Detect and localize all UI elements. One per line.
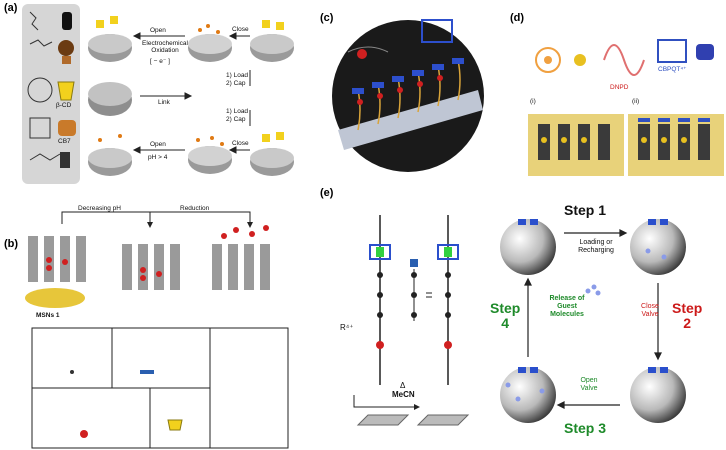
guest-dots xyxy=(98,24,224,146)
rings xyxy=(352,58,464,94)
cylinders-3 xyxy=(212,244,270,290)
step2-line2: 2 xyxy=(683,314,692,331)
open-ph-label: Open xyxy=(150,141,166,148)
decreasing-ph-label: Decreasing pH xyxy=(78,205,121,212)
legend-cap xyxy=(167,419,183,431)
close-top-label: Close xyxy=(232,26,249,33)
red-beads-2 xyxy=(140,267,162,281)
panel-b-graphic xyxy=(25,211,289,449)
guest-molecules xyxy=(505,248,667,402)
legend-red-ball xyxy=(80,430,88,438)
substrate-right xyxy=(416,414,470,426)
legend-bar xyxy=(140,370,154,374)
guest-ball xyxy=(574,54,586,66)
red-ends xyxy=(357,75,443,105)
open-valve-label: Open Valve xyxy=(580,377,598,393)
label-i: (i) xyxy=(530,98,536,105)
panel-a: (a) β-CD CB7 Open Electrochemical Oxidat… xyxy=(0,0,300,190)
dnpd-chain xyxy=(603,44,645,76)
yellow-balls xyxy=(541,137,687,143)
close-valve-label: Close Valve xyxy=(641,303,659,319)
red-beads-1 xyxy=(46,257,68,271)
beads xyxy=(377,272,451,318)
panel-d: (d) (i) (ii) DNPD CBPQT⁴⁺ xyxy=(508,0,726,178)
msn-particles xyxy=(88,34,294,176)
step3-label: Step 3 xyxy=(564,420,607,436)
load-cap-2: 1) Load xyxy=(226,108,249,115)
substrate-left xyxy=(356,414,410,426)
legend-dot xyxy=(70,370,74,374)
panel-c-label: (c) xyxy=(320,12,334,24)
panel-d-graphic xyxy=(528,39,724,176)
electron-label: [ − e⁻ ] xyxy=(150,58,170,65)
panel-a-label: (a) xyxy=(4,2,18,14)
reduction-label: Reduction xyxy=(180,205,210,212)
step4-line2: 4 xyxy=(501,314,510,331)
panel-c-graphic xyxy=(332,19,484,172)
delta-label: Δ xyxy=(400,381,406,390)
cbpqt-ring xyxy=(657,39,687,63)
load-cap-1: 1) Load xyxy=(226,72,249,79)
legend-icons xyxy=(27,11,76,168)
panel-e: (e) R⁴⁺ Δ MeCN Step 1 Loading or Recharg… xyxy=(318,185,726,450)
panel-b: (b) Decreasing pH Reduction MSNs 1 xyxy=(0,200,300,450)
loading-label: Loading or Recharging xyxy=(578,239,614,255)
panel-c: (c) xyxy=(318,0,498,175)
beta-cd-label: β-CD xyxy=(56,102,72,109)
axle-left xyxy=(369,215,391,385)
cycle-arrows xyxy=(524,229,662,409)
caps xyxy=(96,16,284,142)
panel-e-label: (e) xyxy=(320,187,334,199)
cb7-label: CB7 xyxy=(58,138,71,145)
step1-label: Step 1 xyxy=(564,202,607,218)
electro-oxidation-label: Electrochemical Oxidation xyxy=(142,40,188,55)
dnpd-label: DNPD xyxy=(610,84,629,91)
panel-e-graphic xyxy=(353,215,686,426)
link-label: Link xyxy=(158,99,170,106)
spheres xyxy=(500,219,686,423)
panel-a-arrows xyxy=(132,32,251,154)
load-cap-2b: 2) Cap xyxy=(226,116,246,123)
cbpqt-label: CBPQT⁴⁺ xyxy=(658,66,687,73)
panel-b-label: (b) xyxy=(4,238,19,250)
panel-b-arrows xyxy=(61,211,251,224)
cbpqt-icon xyxy=(696,44,714,60)
panel-d-label: (d) xyxy=(510,12,525,24)
step4-line1: Step xyxy=(490,300,521,316)
ring-caps xyxy=(638,118,710,122)
axle-right xyxy=(437,215,459,385)
close-bottom-label: Close xyxy=(232,140,249,147)
cylinders-2 xyxy=(122,244,180,290)
mecn-label: MeCN xyxy=(392,390,415,399)
star-molecule xyxy=(535,47,561,73)
label-ii: (ii) xyxy=(632,98,640,105)
load-cap-1b: 2) Cap xyxy=(226,80,246,87)
msns-label: MSNs 1 xyxy=(36,312,60,319)
msn-core xyxy=(25,288,85,308)
ph-label: pH > 4 xyxy=(148,154,168,161)
open-label: Open xyxy=(150,27,166,34)
red-beads-3 xyxy=(221,225,269,239)
release-label: Release of Guest Molecules xyxy=(549,295,585,319)
sphere-caps xyxy=(518,219,668,373)
box-ring xyxy=(421,19,453,43)
cylinders-1 xyxy=(28,236,86,282)
legend-table xyxy=(31,327,289,449)
step2-label: Step 2 xyxy=(672,301,702,330)
r4-label: R⁴⁺ xyxy=(340,323,354,332)
surface xyxy=(338,90,483,150)
panel-a-graphic xyxy=(22,4,294,184)
step4-label: Step 4 xyxy=(490,301,520,330)
step2-line1: Step xyxy=(672,300,703,316)
